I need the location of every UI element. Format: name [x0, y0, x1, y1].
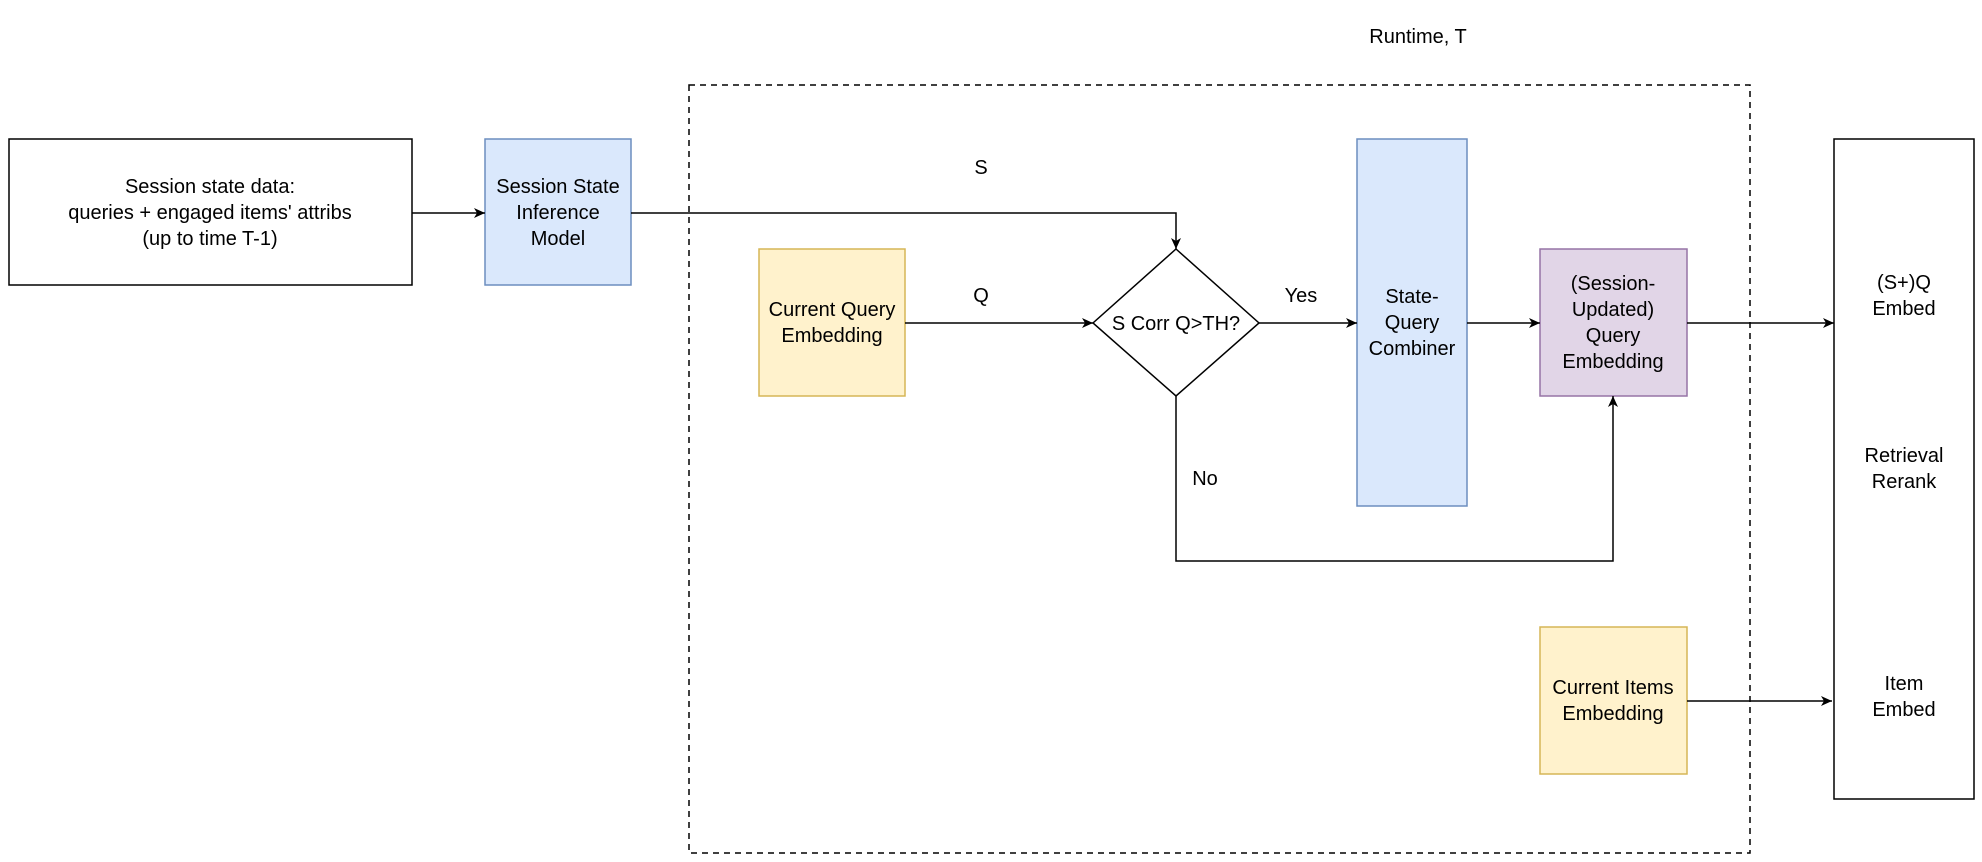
edge-no-to-updated	[1175, 396, 1618, 562]
edge-label-s: S	[974, 157, 987, 179]
session-data-line1: Session state data:	[125, 176, 295, 198]
updated-query-line4: Embedding	[1562, 351, 1663, 373]
current-items-line1: Current Items	[1552, 677, 1673, 699]
updated-query-line1: (Session-	[1571, 273, 1655, 295]
session-state-inference-model: Session State Inference Model	[484, 138, 632, 286]
retrieval-line: Retrieval	[1865, 445, 1944, 467]
item-embed-line2: Embed	[1872, 699, 1935, 721]
item-embed-line1: Item	[1885, 673, 1924, 695]
edges	[412, 208, 1834, 706]
sq-embed-line1: (S+)Q	[1877, 272, 1931, 294]
retrieval-rerank-box: (S+)Q Embed Retrieval Rerank Item Embed	[1833, 138, 1975, 800]
inference-model-line1: Session State	[496, 176, 619, 198]
current-items-embedding: Current Items Embedding	[1539, 626, 1688, 775]
decision-diamond: S Corr Q>TH?	[1091, 247, 1261, 397]
combiner-line3: Combiner	[1369, 338, 1456, 360]
session-data-line3: (up to time T-1)	[142, 228, 277, 250]
session-state-data-box: Session state data: queries + engaged it…	[8, 138, 413, 286]
edge-label-q: Q	[973, 285, 989, 307]
session-data-line2: queries + engaged items' attribs	[68, 202, 351, 224]
current-items-line2: Embedding	[1562, 703, 1663, 725]
combiner-line2: Query	[1385, 312, 1439, 334]
rerank-line: Rerank	[1872, 471, 1937, 493]
decision-label: S Corr Q>TH?	[1112, 313, 1240, 335]
sq-embed-line2: Embed	[1872, 298, 1935, 320]
runtime-title: Runtime, T	[1369, 26, 1466, 48]
runtime-boundary	[688, 84, 1751, 854]
current-query-line2: Embedding	[781, 325, 882, 347]
session-updated-query-embedding: (Session- Updated) Query Embedding	[1539, 248, 1688, 397]
updated-query-line3: Query	[1586, 325, 1640, 347]
edge-label-no: No	[1192, 468, 1218, 490]
edge-label-yes: Yes	[1285, 285, 1318, 307]
current-query-embedding: Current Query Embedding	[758, 248, 906, 397]
edge-s-to-decision	[631, 212, 1181, 249]
updated-query-line2: Updated)	[1572, 299, 1654, 321]
inference-model-line3: Model	[531, 228, 585, 250]
state-query-combiner: State- Query Combiner	[1356, 138, 1468, 507]
inference-model-line2: Inference	[516, 202, 599, 224]
current-query-line1: Current Query	[769, 299, 896, 321]
combiner-line1: State-	[1385, 286, 1438, 308]
